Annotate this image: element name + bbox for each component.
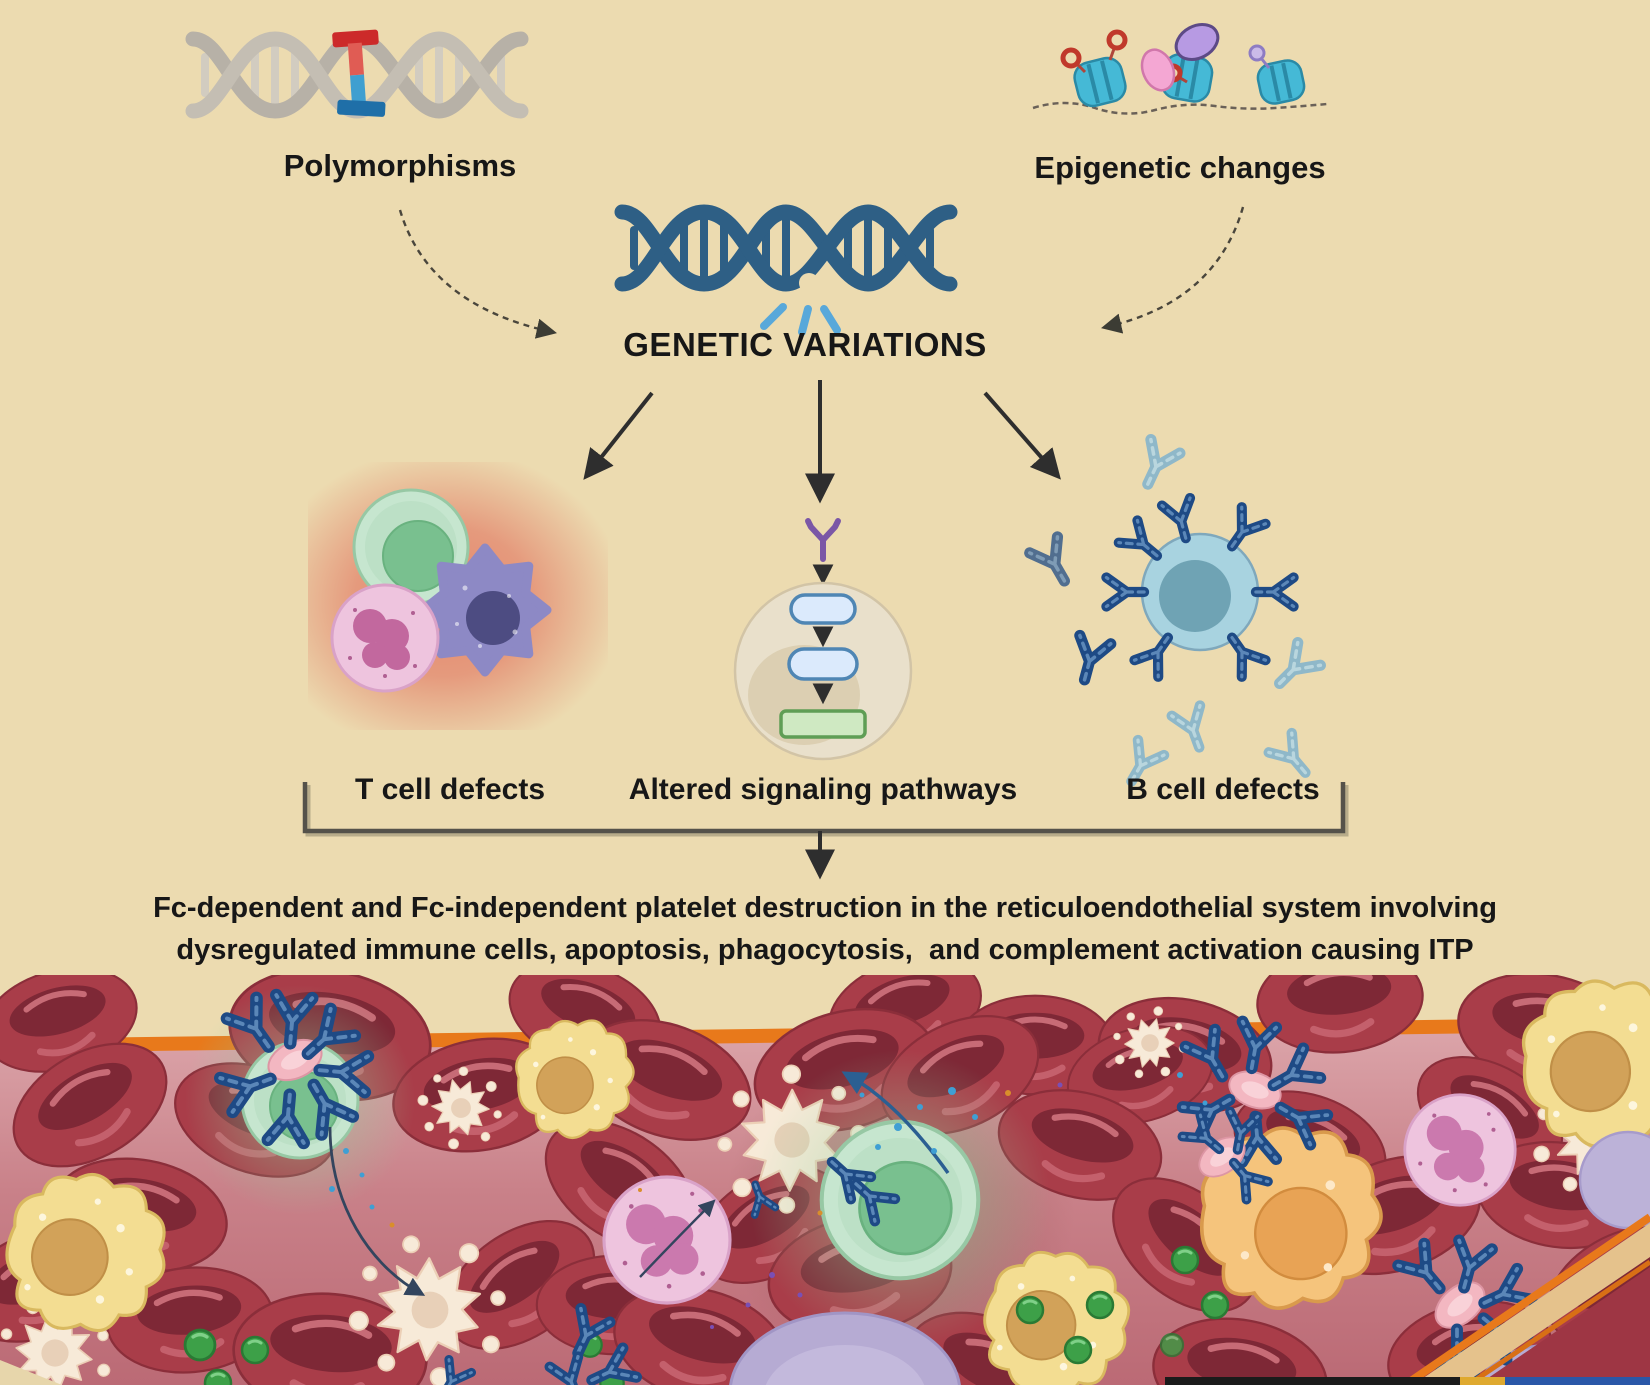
dna-polymorphism-icon — [185, 29, 529, 119]
signal-node-1 — [789, 593, 857, 625]
outcome-text-line2: dysregulated immune cells, apoptosis, ph… — [176, 934, 1474, 966]
dna-genetic-variations-icon — [614, 204, 958, 336]
neutrophil-pink — [330, 583, 440, 693]
t-cell-nucleus — [382, 520, 454, 592]
b-cell-defects-label: B cell defects — [1126, 773, 1320, 806]
polymorphisms-label: Polymorphisms — [283, 148, 517, 183]
signaling-label: Altered signaling pathways — [628, 773, 1018, 806]
dna-rungs — [201, 39, 505, 111]
neutrophil-1 — [602, 1175, 732, 1305]
nucleosome-epigenetics-icon — [1032, 22, 1328, 115]
genetic-variations-label: GENETIC VARIATIONS — [623, 326, 987, 363]
gene-target-node — [779, 709, 867, 739]
b-cell-nucleus — [1159, 560, 1231, 632]
epigenetic-label: Epigenetic changes — [1034, 150, 1326, 185]
process-arrows — [328, 1071, 950, 1296]
blood-vessel-illustration — [0, 975, 1650, 1385]
neutrophil-nucleus — [353, 609, 410, 670]
dna-rungs — [630, 212, 934, 284]
receptor-icon — [805, 518, 841, 562]
reader-protein-pink — [1140, 48, 1176, 92]
dna-strands — [614, 204, 958, 292]
arrow-epigenetic-to-variations — [1101, 206, 1245, 334]
t-cell-defects-label: T cell defects — [354, 773, 546, 806]
specks — [329, 1072, 1208, 1329]
arrow-polymorphisms-to-variations — [398, 209, 557, 339]
dna-break-notch — [799, 273, 819, 293]
dendritic-cell-purple — [418, 543, 552, 677]
vessel-wall-diagonal — [1402, 1213, 1650, 1385]
dna-string — [1032, 101, 1328, 115]
bottom-edge-bar — [1165, 1377, 1650, 1385]
signal-node-2 — [787, 647, 859, 681]
snp-variant-mark — [332, 29, 386, 117]
dna-break-sparks — [760, 303, 841, 336]
writer-protein-purple — [1174, 22, 1220, 62]
signaling-pathway-icon — [733, 518, 913, 761]
immune-cell-cluster-icon — [308, 462, 608, 730]
b-cell-antibodies-icon — [1000, 420, 1430, 800]
lymphocyte-purple-bottom — [729, 1311, 961, 1385]
dendritic-nucleus — [466, 591, 520, 645]
outcome-text-line1: Fc-dependent and Fc-independent platelet… — [153, 892, 1497, 924]
corner-wedge — [0, 1360, 62, 1385]
